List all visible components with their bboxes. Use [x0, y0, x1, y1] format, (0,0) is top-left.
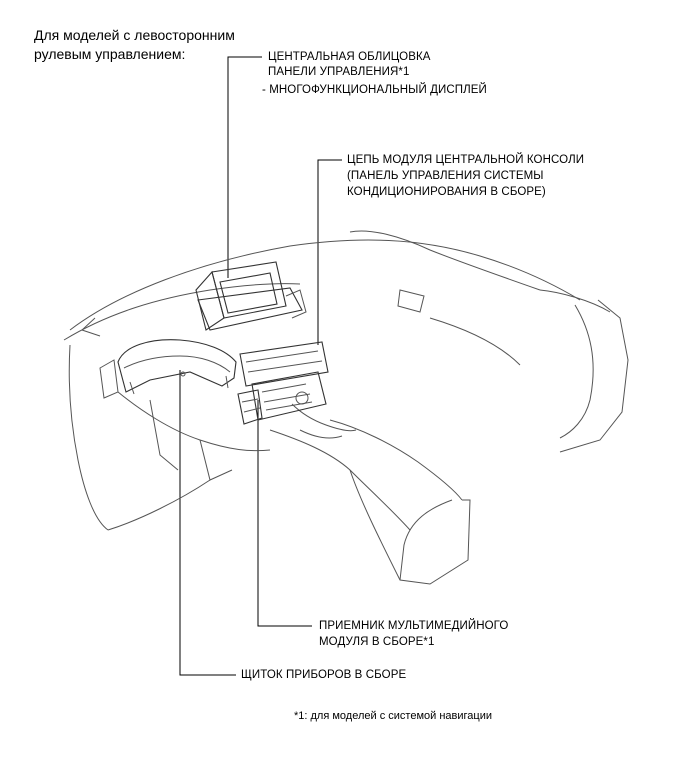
console-module-label-line-1: ЦЕПЬ МОДУЛЯ ЦЕНТРАЛЬНОЙ КОНСОЛИ — [347, 154, 585, 166]
leader-console-module — [317, 159, 342, 345]
multifunction-display — [195, 261, 307, 331]
center-panel-label-line-1: ЦЕНТРАЛЬНАЯ ОБЛИЦОВКА — [268, 51, 431, 63]
dashboard-outline — [63, 230, 629, 585]
multimedia-receiver — [237, 389, 263, 425]
instrument-cluster — [117, 339, 237, 395]
center-panel-label-line-2: ПАНЕЛИ УПРАВЛЕНИЯ*1 — [268, 66, 410, 78]
console-module-label-line-2: (ПАНЕЛЬ УПРАВЛЕНИЯ СИСТЕМЫ — [347, 170, 544, 182]
leader-lines — [179, 56, 342, 676]
heading-line-1: Для моделей с левосторонним — [34, 27, 235, 43]
instrument-cluster-label: ЩИТОК ПРИБОРОВ В СБОРЕ — [241, 669, 407, 681]
leader-instrument-cluster — [179, 370, 236, 676]
multimedia-receiver-label-line-1: ПРИЕМНИК МУЛЬТИМЕДИЙНОГО — [319, 620, 509, 632]
leader-center-panel — [227, 56, 262, 278]
multimedia-receiver-label-line-2: МОДУЛЯ В СБОРЕ*1 — [319, 636, 435, 648]
leader-multimedia-receiver — [257, 400, 312, 627]
console-module-label-line-3: КОНДИЦИОНИРОВАНИЯ В СБОРЕ) — [347, 186, 546, 198]
multifunction-display-label: - МНОГОФУНКЦИОНАЛЬНЫЙ ДИСПЛЕЙ — [262, 84, 487, 96]
heading-line-2: рулевым управлением: — [34, 46, 186, 62]
console-module — [239, 341, 329, 421]
footnote: *1: для моделей с системой навигации — [294, 710, 492, 722]
